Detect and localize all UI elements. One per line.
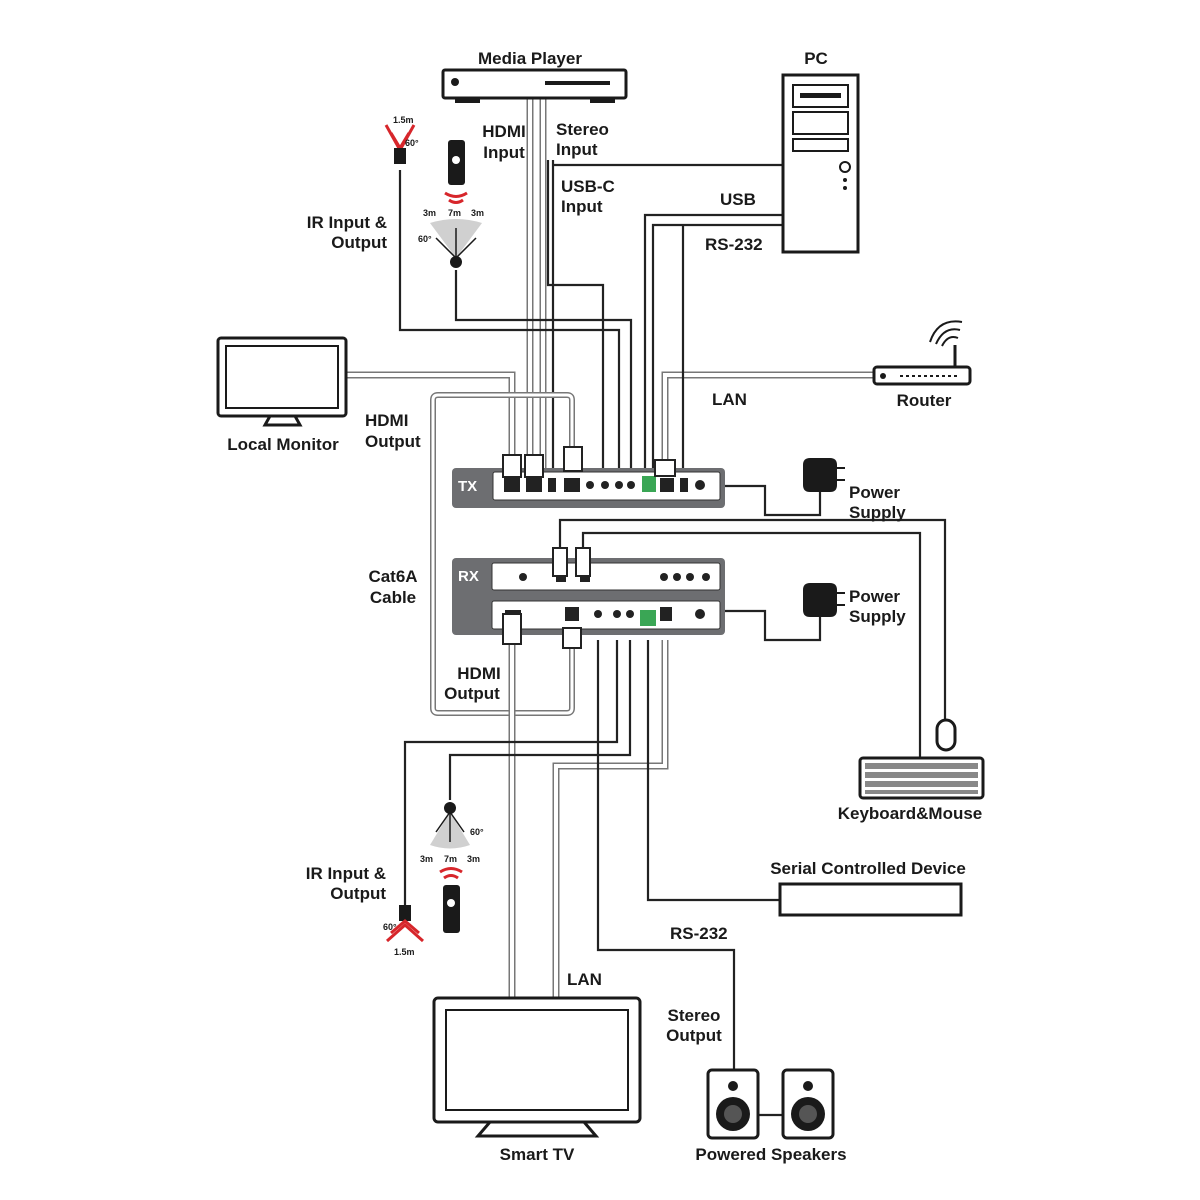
keyboard-mouse-label: Keyboard&Mouse [838,804,983,823]
powered-speakers: Powered Speakers [695,1068,847,1164]
power-rx-label-1: Power [849,587,900,606]
ir-bottom-receiver: 60° 1.5m [383,905,424,957]
ir-top-receiver: 1.5m 60° [384,115,419,164]
lan-top-cable [661,371,874,475]
ir-bottom-blaster-angle: 60° [470,827,484,837]
ir-top-blaster-angle: 60° [418,234,432,244]
hdmi-output-top-label-2: Output [365,432,421,451]
hdmi-output-bottom-label-1: HDMI [457,664,500,683]
rx-label: RX [458,568,479,585]
lan-bottom-label: LAN [567,970,602,989]
stereo-input-label-1: Stereo [556,120,609,139]
ir-bottom-receiver-angle: 60° [383,922,397,932]
local-monitor: Local Monitor [216,336,348,454]
tx-power-supply [803,458,845,492]
ir-top-receiver-cable [398,170,621,470]
power-rx-label-2: Supply [849,607,906,626]
cat6a-label-1: Cat6A [368,567,417,586]
power-tx-label-1: Power [849,483,900,502]
cat6a-label-2: Cable [370,588,416,607]
lan-top-label: LAN [712,390,747,409]
stereo-output-label-1: Stereo [668,1006,721,1025]
ir-bottom-receiver-cable [403,640,619,905]
rx-power-cable [712,605,822,642]
ir-top-blaster: 3m 7m 3m 60° [418,208,484,268]
ir-bottom-blaster-right: 3m [467,854,480,864]
rs232-top-label: RS-232 [705,235,763,254]
stereo-output-label-2: Output [666,1026,722,1045]
mouse-cable [558,518,947,720]
serial-device-label: Serial Controlled Device [770,859,966,878]
ir-top-label-2: Output [331,233,387,252]
cat6a-cable [430,392,575,716]
keyboard-mouse: Keyboard&Mouse [838,718,985,823]
hdmi-output-bottom-label-2: Output [444,684,500,703]
power-tx-label-2: Supply [849,503,906,522]
pc-label: PC [804,49,828,68]
ir-bottom-blaster-left: 3m [420,854,433,864]
media-player: Media Player [441,49,628,103]
keyboard-cable [581,531,922,758]
stereo-output-cable [596,640,736,1070]
router-label: Router [897,391,952,410]
smart-tv: Smart TV [432,996,642,1164]
ir-top-receiver-distance: 1.5m [393,115,414,125]
ir-bottom-label-1: IR Input & [306,864,386,883]
ir-top-blaster-right: 3m [471,208,484,218]
ir-bottom-blaster-center: 7m [444,854,457,864]
tx-power-cable [712,480,822,517]
stereo-input-label-2: Input [556,140,598,159]
cables [345,95,947,1117]
usbc-input-label-1: USB-C [561,177,615,196]
hdmi-input-label-2: Input [483,143,525,162]
ir-bottom-remote [439,867,463,933]
usb-cable [643,213,783,475]
ir-bottom-blaster-cable [448,640,632,800]
rs232-bottom-label: RS-232 [670,924,728,943]
local-monitor-label: Local Monitor [227,435,339,454]
pc: PC [781,49,860,254]
ir-top-blaster-center: 7m [448,208,461,218]
ir-bottom-receiver-distance: 1.5m [394,947,415,957]
powered-speakers-label: Powered Speakers [695,1145,846,1164]
smart-tv-label: Smart TV [500,1145,575,1164]
ir-top-receiver-angle: 60° [405,138,419,148]
labels: HDMI Input Stereo Input USB-C Input USB … [306,120,906,1045]
ir-top-blaster-left: 3m [423,208,436,218]
ir-top-blaster-cable [454,270,633,470]
tx-unit: TX [452,468,725,508]
serial-device: Serial Controlled Device [770,859,966,917]
router: Router [872,320,972,410]
usbc-input-label-2: Input [561,197,603,216]
rx-plugs [502,547,591,649]
media-player-label: Media Player [478,49,582,68]
ir-bottom-blaster: 60° 3m 7m 3m [420,802,484,864]
rs232-top-cable [651,223,783,475]
tx-plugs [502,446,676,478]
rx-power-supply [803,583,845,617]
tx-label: TX [458,478,477,495]
usb-label: USB [720,190,756,209]
rs232-bottom-cable [646,640,780,902]
hdmi-input-label-1: HDMI [482,122,525,141]
hdmi-output-top-label-1: HDMI [365,411,408,430]
ir-bottom-label-2: Output [330,884,386,903]
ir-top-remote [444,140,468,204]
ir-top-label-1: IR Input & [307,213,387,232]
usbc-input-cable [546,160,605,470]
